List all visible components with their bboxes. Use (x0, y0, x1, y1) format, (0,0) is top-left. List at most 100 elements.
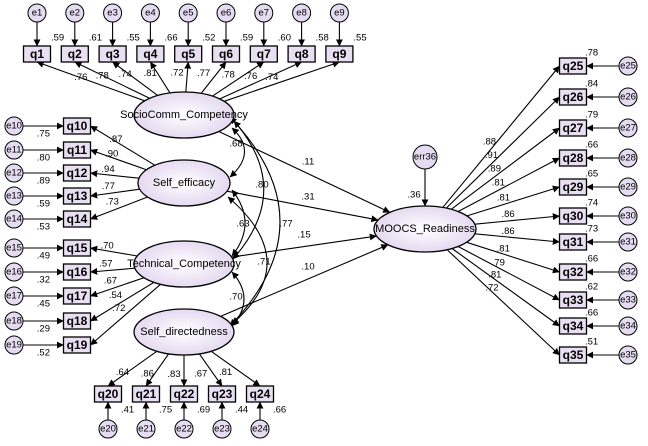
latent-factor-selfdir (133, 308, 235, 356)
loading-path-q7 (212, 61, 265, 97)
r2-q7: .60 (278, 33, 291, 44)
indicator-label-q13: q13 (67, 189, 88, 203)
r2-q13: .59 (37, 199, 50, 210)
r2-q33: .62 (585, 282, 598, 293)
error-circle-e29 (618, 177, 638, 197)
r2-q20: .41 (121, 405, 134, 416)
error-label-e15: e15 (6, 243, 22, 254)
loading-path-q30 (474, 213, 560, 225)
loading-q32: .81 (497, 243, 510, 254)
r2-q14: .53 (37, 222, 50, 233)
error-label-e5: e5 (183, 8, 194, 19)
error-circle-e17 (4, 286, 24, 306)
indicator-label-q11: q11 (67, 143, 87, 157)
indicator-box-q27 (558, 119, 588, 137)
r2-q11: .80 (37, 153, 50, 164)
loading-path-q23 (198, 353, 223, 387)
loading-path-q10 (90, 125, 156, 166)
indicator-box-q30 (558, 207, 588, 225)
indicator-label-q14: q14 (67, 212, 88, 226)
loading-path-q6 (200, 61, 227, 94)
latent-factor-moocs (373, 205, 477, 253)
r2-q6: .59 (240, 33, 253, 44)
structural-path-socio (218, 130, 391, 213)
correlation-socio-tech (232, 120, 265, 260)
loading-path-q25 (442, 65, 560, 208)
r2-q25: .78 (585, 48, 598, 59)
error-label-e34: e34 (620, 321, 636, 332)
error-label-e21: e21 (138, 424, 154, 435)
loading-path-q5 (184, 61, 192, 93)
indicator-box-q1 (22, 45, 52, 63)
r2-q22: .69 (197, 405, 210, 416)
error-label-e2: e2 (70, 8, 81, 19)
indicator-label-q6: q6 (219, 47, 233, 61)
error-circle-e6 (216, 3, 236, 23)
error-label-e31: e31 (620, 237, 636, 248)
indicator-box-q13 (62, 187, 92, 205)
correlation-value-socio-selfeff: .68 (229, 139, 242, 150)
error-circle-e10 (4, 116, 24, 136)
error-label-e26: e26 (620, 92, 636, 103)
loading-path-q26 (445, 96, 560, 209)
loading-q30: .86 (501, 209, 514, 220)
latent-label-moocs: MOOCS_Readiness (375, 223, 475, 235)
loading-path-q29 (466, 185, 560, 217)
structural-error-label: err36 (414, 152, 436, 163)
loading-path-q14 (90, 196, 148, 220)
loading-path-q31 (474, 233, 560, 245)
indicator-box-q10 (62, 117, 92, 135)
indicator-label-q12: q12 (67, 166, 88, 180)
indicator-label-q27: q27 (563, 121, 584, 135)
indicator-label-q31: q31 (563, 235, 584, 249)
indicator-box-q33 (558, 291, 588, 309)
indicator-label-q4: q4 (143, 47, 157, 61)
loading-q9: .74 (265, 72, 278, 83)
error-circle-e35 (618, 345, 638, 365)
structural-path-tech (231, 233, 377, 258)
loading-path-q8 (219, 61, 302, 100)
path-coef-tech: .15 (297, 230, 310, 241)
indicator-box-q26 (558, 88, 588, 106)
r2-q16: .32 (37, 275, 50, 286)
loading-path-q28 (457, 157, 560, 212)
r2-q24: .66 (273, 405, 286, 416)
error-label-e1: e1 (32, 8, 43, 19)
loading-q17: .67 (104, 275, 117, 286)
indicator-box-q19 (62, 336, 92, 354)
error-circle-e31 (618, 232, 638, 252)
r2-q15: .49 (37, 251, 50, 262)
correlation-selfeff-selfdir (227, 196, 268, 325)
error-label-e3: e3 (107, 8, 118, 19)
indicator-label-q35: q35 (563, 348, 584, 362)
node-layer (4, 3, 638, 439)
error-label-e18: e18 (6, 316, 22, 327)
indicator-label-q1: q1 (30, 47, 44, 61)
r2-q23: .44 (235, 405, 248, 416)
error-circle-e16 (4, 262, 24, 282)
indicator-label-q19: q19 (67, 338, 88, 352)
indicator-box-q14 (62, 210, 92, 228)
indicator-box-q23 (207, 385, 237, 403)
latent-label-selfdir: Self_directedness (140, 326, 228, 338)
r2-q31: .73 (585, 224, 598, 235)
indicator-label-q21: q21 (136, 387, 157, 401)
latent-label-tech: Technical_Competency (127, 258, 241, 270)
loading-q33: .79 (492, 257, 505, 268)
indicator-label-q24: q24 (250, 387, 271, 401)
error-circle-e28 (618, 148, 638, 168)
indicator-box-q3 (98, 45, 127, 63)
error-label-e4: e4 (145, 8, 156, 19)
loading-q21: .86 (141, 368, 154, 379)
error-circle-e23 (212, 419, 232, 439)
loading-q22: .83 (167, 369, 180, 380)
latent-factor-selfeff (137, 159, 231, 207)
indicator-box-q34 (558, 317, 588, 335)
error-circle-e19 (4, 335, 24, 355)
indicator-box-q16 (62, 263, 92, 281)
indicator-box-q28 (558, 149, 588, 167)
loading-q16: .57 (99, 259, 112, 270)
indicator-label-q5: q5 (181, 47, 195, 61)
error-circle-e4 (140, 3, 160, 23)
